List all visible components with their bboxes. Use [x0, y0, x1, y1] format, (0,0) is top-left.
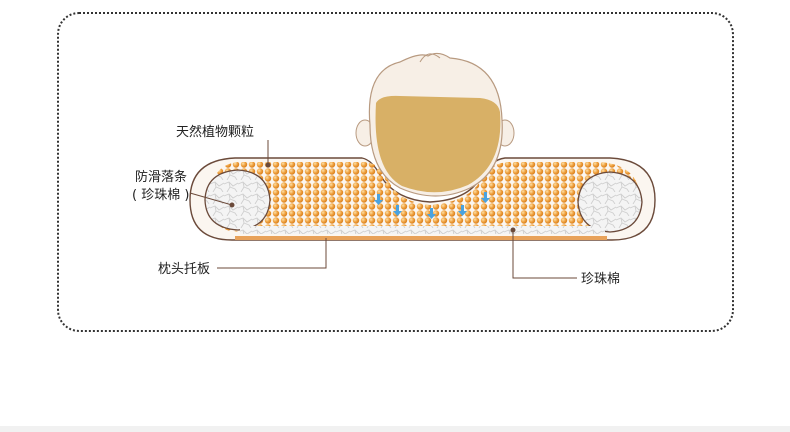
head-illustration — [355, 52, 515, 197]
label-plant-granules: 天然植物颗粒 — [176, 124, 254, 140]
label-pillow-plate: 枕头托板 — [158, 262, 210, 277]
arrow-icon — [374, 194, 383, 205]
arrow-icon — [427, 208, 436, 219]
label-anti-slip-material: ( 珍珠棉 ) — [132, 188, 189, 203]
arrow-icon — [393, 205, 402, 216]
bottom-strip — [0, 426, 790, 432]
arrow-icon — [481, 192, 490, 203]
dotted-frame — [57, 12, 734, 332]
pressure-arrows — [374, 192, 490, 219]
right-foam-roll — [577, 171, 643, 233]
leader-lines — [189, 140, 577, 279]
pillow-board — [235, 236, 607, 240]
label-anti-slip: 防滑落条 — [135, 169, 187, 185]
left-foam-roll — [204, 169, 271, 231]
arrow-icon — [458, 205, 467, 216]
label-pearl-cotton: 珍珠棉 — [581, 272, 620, 287]
bottom-foam-layer — [240, 226, 605, 234]
